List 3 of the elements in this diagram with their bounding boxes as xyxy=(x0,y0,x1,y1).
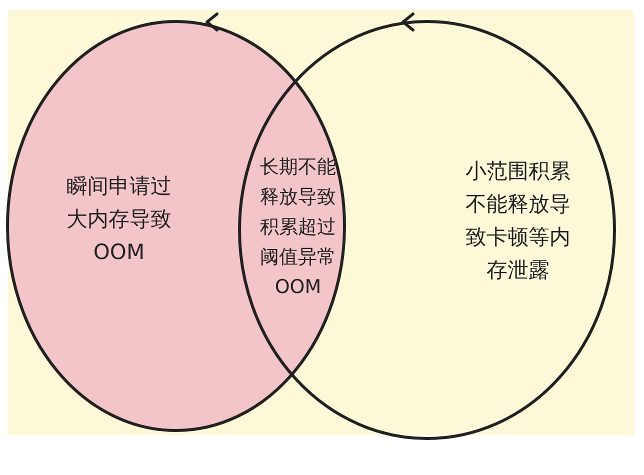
circle-label: 瞬间申请过大内存导致OOM xyxy=(66,173,172,266)
circle-label: 长期不能释放导致积累超过阈值异常OOM xyxy=(259,155,337,300)
circle-label: 小范围积累不能释放导致卡顿等内存泄露 xyxy=(464,158,572,284)
